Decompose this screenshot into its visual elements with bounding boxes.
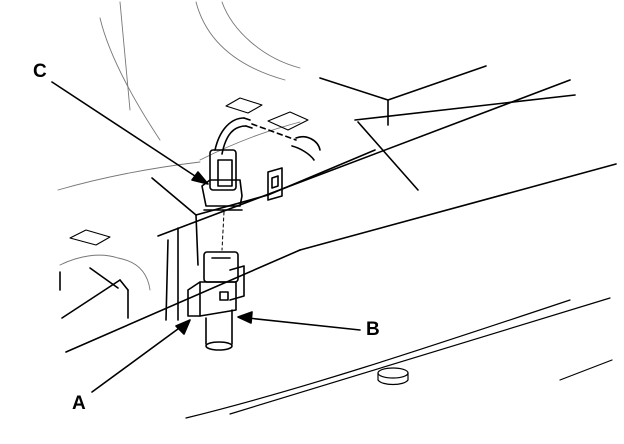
background-contours [57, 1, 301, 291]
leader-a [91, 325, 183, 393]
panel-markings [69, 97, 309, 246]
arrowhead-a [175, 319, 191, 335]
callout-label-c: C [33, 61, 47, 82]
lower-body-contour [185, 297, 613, 419]
arrowhead-c [191, 171, 209, 185]
connector-c [201, 117, 321, 211]
callout-label-a: A [72, 393, 86, 414]
callout-label-b: B [366, 319, 380, 340]
leader-c [51, 81, 199, 179]
sensor-assembly [187, 251, 245, 351]
arrowhead-b [237, 311, 253, 324]
leader-lines [51, 81, 361, 393]
leader-b [247, 317, 361, 331]
alignment-guide [221, 211, 225, 251]
frame-structure [59, 65, 617, 353]
